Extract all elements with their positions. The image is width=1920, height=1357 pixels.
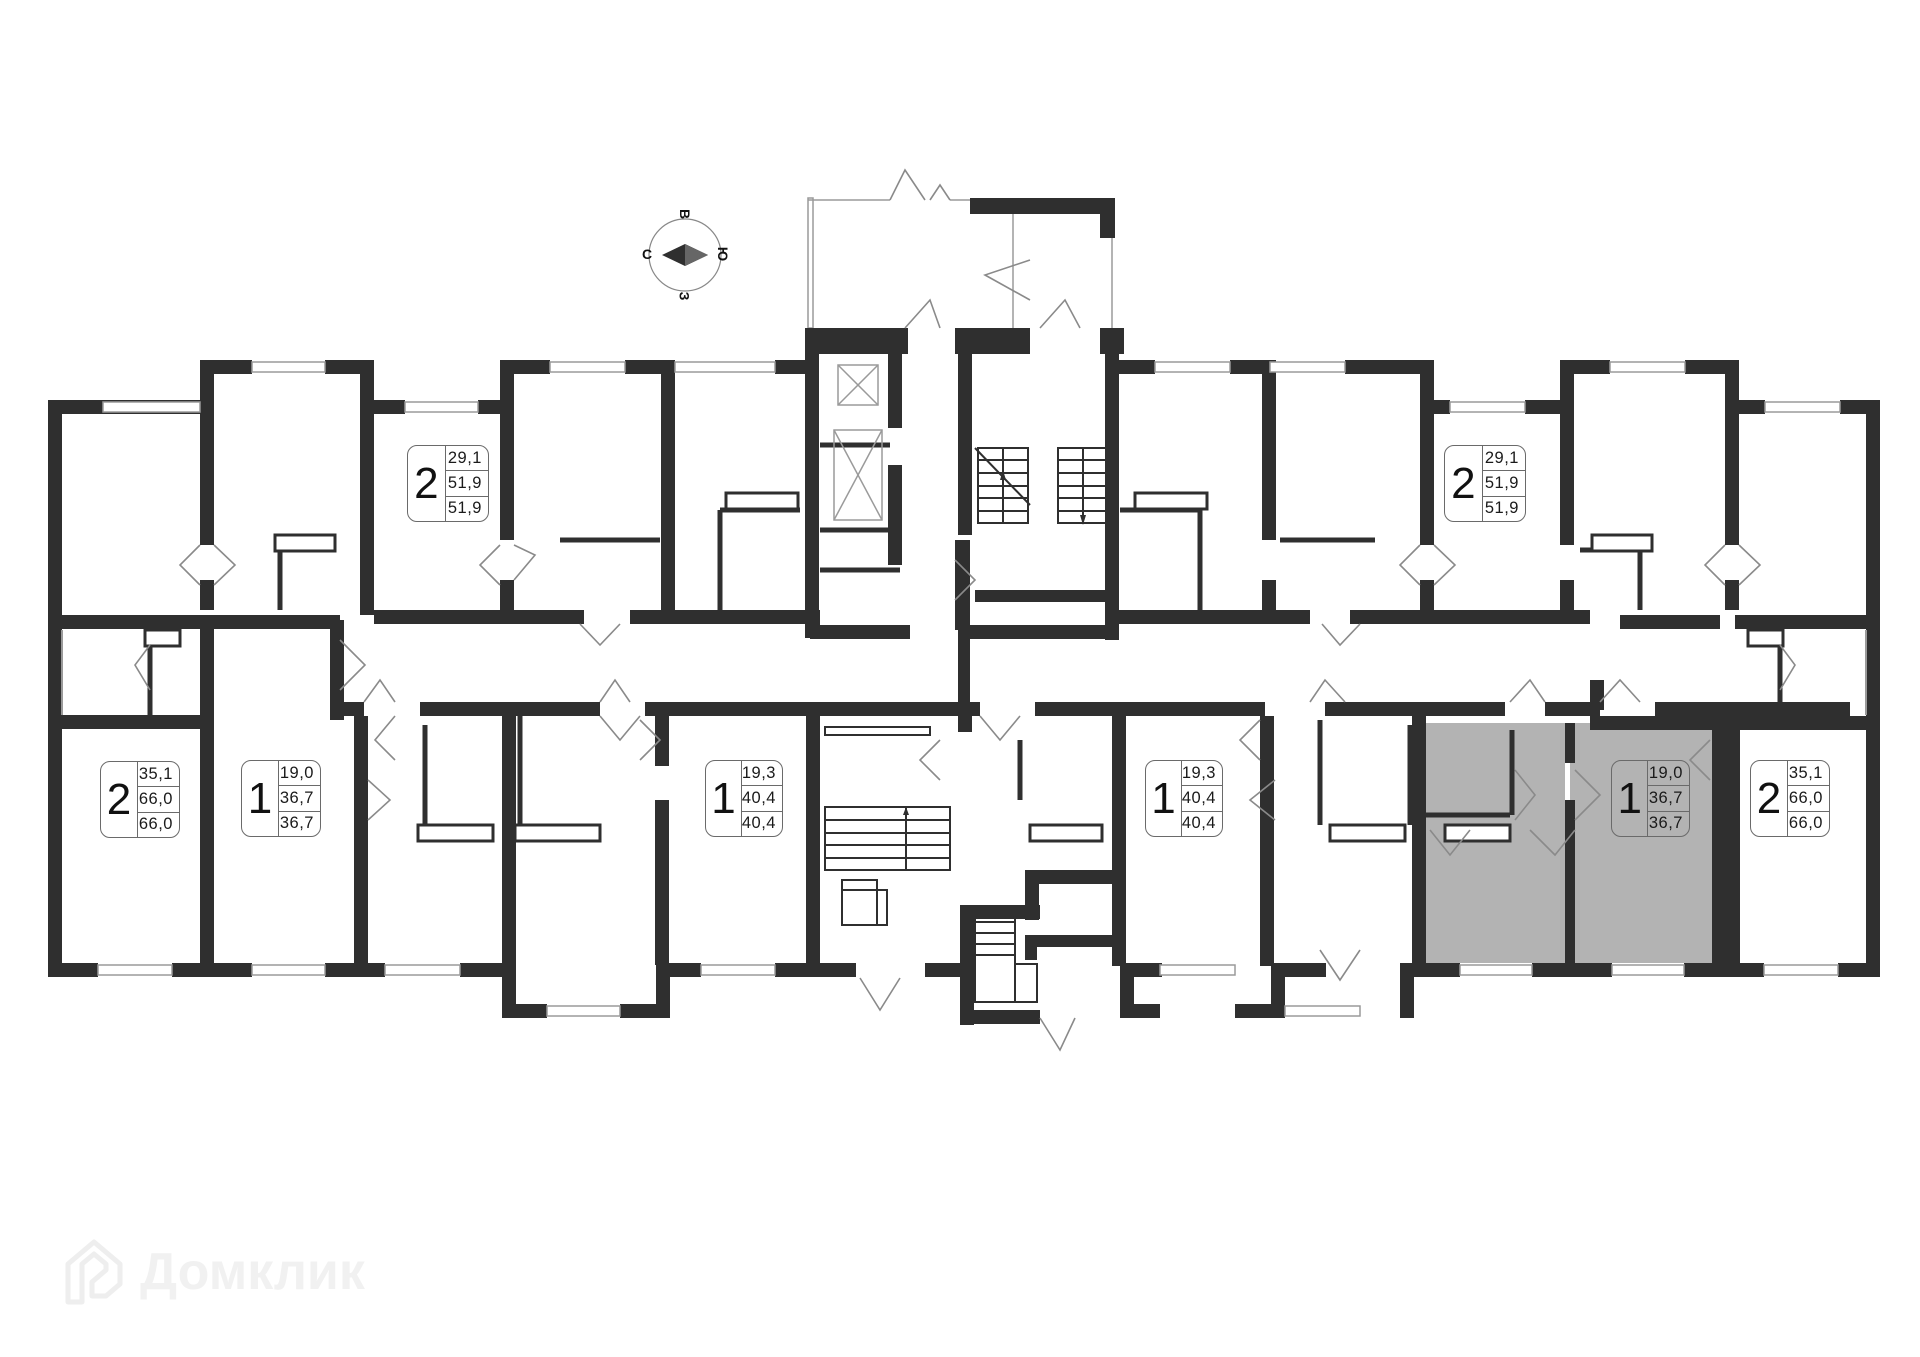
- apartment-badge[interactable]: 1 19,3 40,4 40,4: [705, 760, 783, 837]
- living-area: 29,1: [447, 448, 482, 467]
- apartment-badge[interactable]: 2 29,1 51,9 51,9: [407, 445, 489, 522]
- room-count: 2: [101, 762, 138, 837]
- compass-north-label: С: [642, 246, 653, 262]
- total-area-with-balcony: 51,9: [1482, 495, 1525, 521]
- total-area-with-balcony: 40,4: [741, 810, 782, 836]
- total-area-with-balcony: 66,0: [1787, 810, 1829, 836]
- room-count: 2: [1751, 761, 1788, 836]
- entrance-vestibule: [807, 197, 1115, 329]
- house-logo-icon: [65, 1239, 123, 1305]
- room-count: 1: [1612, 761, 1649, 836]
- total-area-with-balcony: 40,4: [1181, 810, 1222, 836]
- partitions: [147, 442, 1783, 825]
- total-area-with-balcony: 66,0: [137, 811, 179, 837]
- apartment-badge[interactable]: 2 35,1 66,0 66,0: [100, 761, 180, 838]
- total-area: 51,9: [445, 470, 488, 495]
- compass-west-label: З: [676, 291, 693, 301]
- living-area: 19,0: [279, 763, 314, 782]
- room-count: 2: [1445, 446, 1483, 521]
- total-area: 36,7: [278, 785, 320, 810]
- apartment-badge[interactable]: 1 19,0 36,7 36,7: [241, 760, 321, 837]
- windows: [61, 361, 1867, 1017]
- walls: [48, 328, 1880, 1025]
- total-area: 40,4: [741, 785, 782, 810]
- total-area-with-balcony: 36,7: [1648, 810, 1689, 836]
- highlighted-apartment[interactable]: [1425, 723, 1713, 963]
- room-count: 1: [706, 761, 742, 836]
- room-count: 1: [242, 761, 279, 836]
- total-area-with-balcony: 51,9: [445, 495, 488, 521]
- watermark: Домклик: [62, 1232, 442, 1312]
- apartment-badge-highlighted[interactable]: 1 19,0 36,7 36,7: [1611, 760, 1690, 837]
- total-area: 66,0: [1787, 785, 1829, 810]
- total-area: 66,0: [137, 786, 179, 811]
- total-area-with-balcony: 36,7: [278, 810, 320, 836]
- living-area: 19,3: [1181, 763, 1216, 782]
- door-swings: [134, 168, 1796, 1052]
- watermark-text: Домклик: [140, 1243, 365, 1301]
- compass-south-label: Ю: [715, 246, 732, 262]
- living-area: 19,3: [741, 763, 776, 782]
- compass-rose: С В Ю З: [640, 208, 732, 301]
- staircases: [824, 447, 1109, 1003]
- apartment-badge[interactable]: 1 19,3 40,4 40,4: [1145, 760, 1223, 837]
- living-area: 35,1: [138, 764, 173, 783]
- elevators: [833, 364, 883, 521]
- compass-east-label: В: [677, 208, 694, 220]
- room-count: 1: [1146, 761, 1182, 836]
- apartment-badge[interactable]: 2 35,1 66,0 66,0: [1750, 760, 1830, 837]
- total-area: 36,7: [1648, 785, 1689, 810]
- living-area: 35,1: [1788, 763, 1823, 782]
- kitchen-counters: [143, 491, 1785, 843]
- total-area: 40,4: [1181, 785, 1222, 810]
- apartment-badge[interactable]: 2 29,1 51,9 51,9: [1444, 445, 1526, 522]
- room-count: 2: [408, 446, 446, 521]
- compass-circle-icon: [648, 218, 722, 292]
- living-area: 29,1: [1484, 448, 1519, 467]
- total-area: 51,9: [1482, 470, 1525, 495]
- living-area: 19,0: [1648, 763, 1683, 782]
